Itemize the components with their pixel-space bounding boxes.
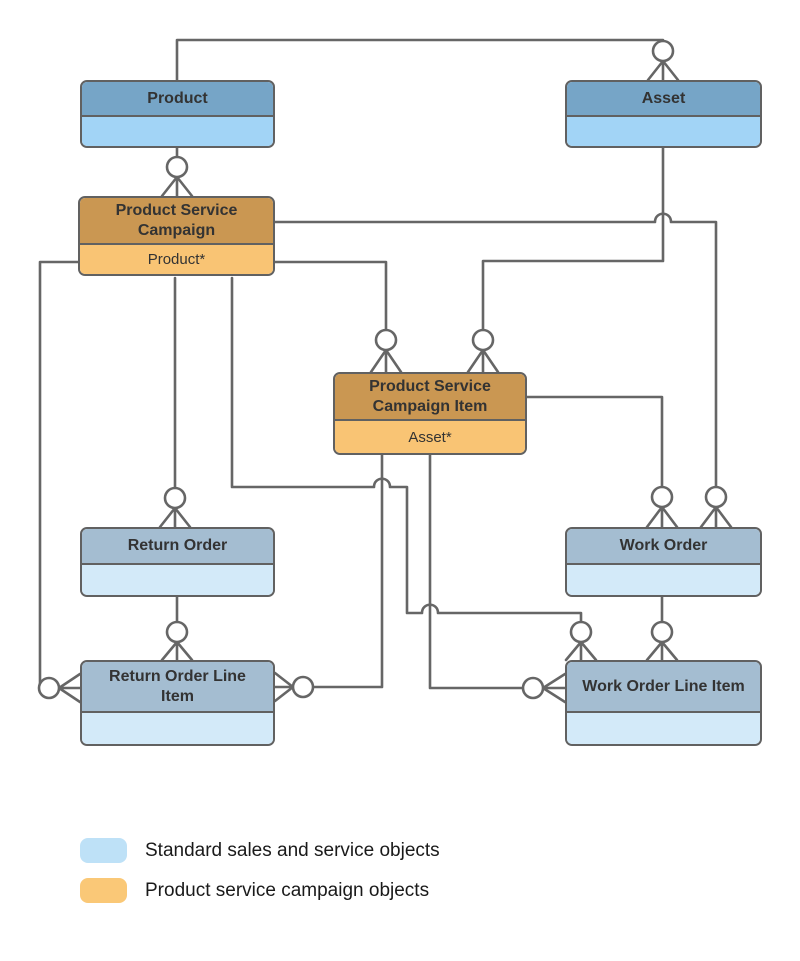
entity-product-title: Product — [82, 82, 273, 117]
legend-label-standard: Standard sales and service objects — [145, 839, 440, 861]
entity-work-order-title: Work Order — [567, 529, 760, 565]
entity-product-service-campaign-item-title: Product Service Campaign Item — [335, 374, 525, 421]
zero-or-many-marker-woli-top-left — [564, 620, 598, 662]
zero-or-many-marker-roli-left — [37, 672, 82, 704]
entity-asset: Asset — [565, 80, 762, 148]
zero-or-many-marker-pscitem-top-left — [369, 328, 403, 374]
connector-psc-pscitem — [273, 260, 388, 333]
entity-return-order-title: Return Order — [82, 529, 273, 565]
entity-product-service-campaign-fields: Product* — [80, 245, 273, 274]
zero-or-many-marker-asset-top — [646, 39, 680, 82]
entity-work-order: Work Order — [565, 527, 762, 597]
zero-or-many-marker-psc-top — [160, 155, 194, 198]
connector-psc-roli-left — [38, 260, 80, 690]
entity-return-order: Return Order — [80, 527, 275, 597]
entity-return-order-line-item-title: Return Order Line Item — [82, 662, 273, 713]
entity-product-service-campaign-item-fields: Asset* — [335, 421, 525, 453]
connector-pscitem-roli — [310, 453, 384, 689]
entity-work-order-line-item: Work Order Line Item — [565, 660, 762, 746]
legend-swatch-campaign — [80, 878, 127, 903]
legend-item-campaign: Product service campaign objects — [80, 878, 429, 903]
entity-return-order-line-item-fields — [82, 713, 273, 744]
entity-product: Product — [80, 80, 275, 148]
entity-work-order-fields — [567, 565, 760, 595]
legend-label-campaign: Product service campaign objects — [145, 879, 430, 901]
legend-item-standard: Standard sales and service objects — [80, 838, 440, 863]
entity-work-order-line-item-fields — [567, 713, 760, 744]
connector-asset-pscitem — [481, 146, 665, 333]
entity-work-order-line-item-title: Work Order Line Item — [567, 662, 760, 713]
legend-swatch-standard — [80, 838, 127, 863]
zero-or-many-marker-workorder-top-left — [645, 485, 679, 529]
entity-product-fields — [82, 117, 273, 146]
zero-or-many-marker-roli-top — [160, 620, 194, 662]
connector-product-asset — [175, 38, 665, 82]
connector-psc-workorder — [273, 212, 718, 490]
entity-asset-fields — [567, 117, 760, 146]
connector-pscitem-workorder — [525, 395, 664, 490]
connector-pscitem-woli — [428, 453, 524, 690]
zero-or-many-marker-woli-left — [521, 672, 567, 704]
zero-or-many-marker-pscitem-top-right — [466, 328, 500, 374]
zero-or-many-marker-roli-right — [273, 671, 315, 703]
zero-or-many-marker-returnorder-top — [158, 486, 192, 529]
entity-product-service-campaign: Product Service Campaign Product* — [78, 196, 275, 276]
connector-psc-woli — [230, 276, 583, 625]
entity-return-order-fields — [82, 565, 273, 595]
zero-or-many-marker-workorder-top-right — [699, 485, 733, 529]
entity-product-service-campaign-item: Product Service Campaign Item Asset* — [333, 372, 527, 455]
zero-or-many-marker-woli-top-right — [645, 620, 679, 662]
entity-return-order-line-item: Return Order Line Item — [80, 660, 275, 746]
entity-asset-title: Asset — [567, 82, 760, 117]
entity-product-service-campaign-title: Product Service Campaign — [80, 198, 273, 245]
